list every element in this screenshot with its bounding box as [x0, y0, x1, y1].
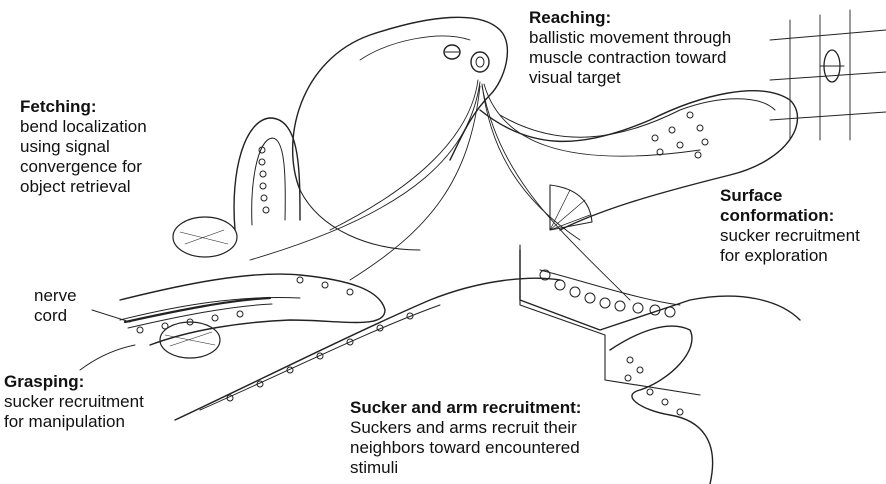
grasping-suckers	[136, 276, 354, 334]
grasping-arm	[119, 273, 386, 346]
reaching-suckers	[651, 111, 709, 159]
fetching-label: Fetching: bend localization using signal…	[20, 97, 200, 197]
visual-target-grid	[769, 9, 886, 141]
surface-plane	[519, 244, 701, 396]
octopus-mantle	[292, 16, 509, 191]
surface-conformation-description: sucker recruitment for exploration	[720, 226, 860, 265]
reaching-label: Reaching: ballistic movement through mus…	[529, 8, 789, 88]
surface-conformation-label: Surface conformation: sucker recruitment…	[720, 186, 886, 266]
nerve-cord-text: nerve cord	[34, 286, 77, 325]
fetching-arm	[233, 117, 301, 231]
recruitment-arm	[609, 325, 714, 484]
reaching-title: Reaching:	[529, 8, 612, 27]
grasping-title: Grasping:	[4, 372, 85, 391]
reaching-description: ballistic movement through muscle contra…	[529, 28, 732, 87]
fetching-title: Fetching:	[20, 97, 97, 116]
octopus-eye	[443, 44, 461, 60]
retrieved-object	[172, 216, 238, 258]
octopus-eye-right	[470, 51, 490, 73]
lower-arm	[174, 277, 561, 421]
nerve-lines	[249, 79, 701, 301]
recruitment-title: Sucker and arm recruitment:	[350, 398, 582, 417]
fetching-suckers	[258, 146, 270, 214]
surface-conformation-title: Surface conformation:	[720, 186, 835, 225]
octopus-mantle-shade	[359, 35, 471, 61]
grasped-object	[159, 321, 221, 359]
lower-arm-suckers	[226, 312, 414, 402]
nerve-cord-label: nerve cord	[34, 286, 104, 326]
grasping-description: sucker recruitment for manipulation	[4, 392, 144, 431]
surface-suckers	[539, 269, 676, 318]
nerve-cord	[123, 296, 272, 324]
fetching-description: bend localization using signal convergen…	[20, 117, 147, 196]
reaching-angle-marker	[549, 184, 593, 231]
recruitment-label: Sucker and arm recruitment: Suckers and …	[350, 398, 630, 478]
recruitment-suckers	[624, 356, 684, 416]
recruitment-description: Suckers and arms recruit their neighbors…	[350, 418, 580, 477]
grasping-label: Grasping: sucker recruitment for manipul…	[4, 372, 184, 432]
nerve-cord-pointer	[91, 309, 131, 323]
